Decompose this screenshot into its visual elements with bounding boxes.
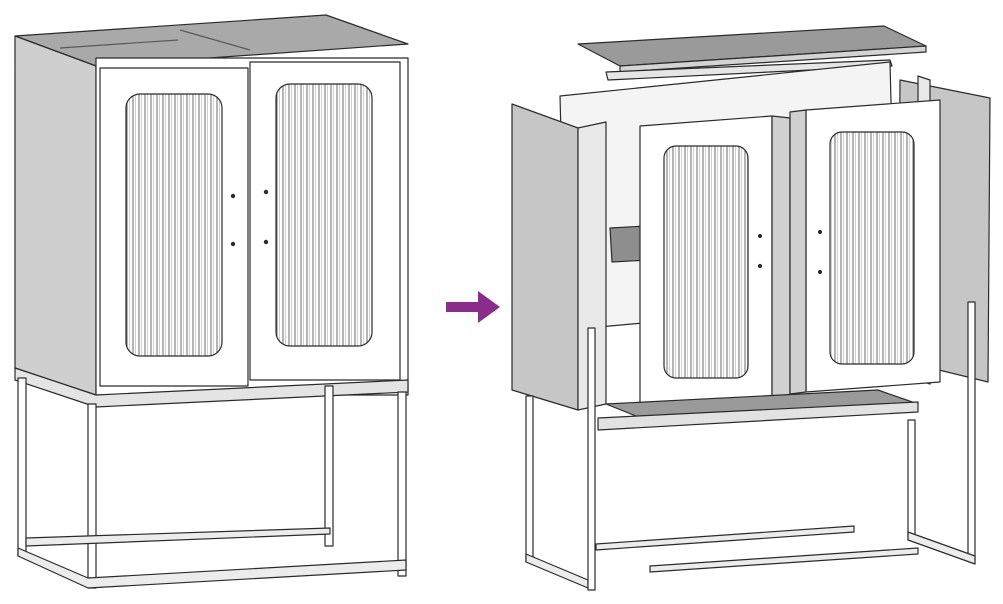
exploded-legs [525, 301, 976, 591]
cabinet-legs [17, 377, 407, 589]
loose-rail-lower [649, 547, 919, 573]
exploded-left-door-glass [663, 145, 749, 379]
exploded-right-door-glass [829, 131, 915, 365]
right-arrow-icon [446, 291, 500, 323]
left-door-glass [125, 93, 223, 357]
right-door-glass [275, 83, 373, 347]
cabinet-side-panel [14, 35, 97, 396]
assembled-cabinet [14, 14, 409, 589]
exploded-view [511, 25, 991, 591]
exploded-left-side-panel [511, 103, 579, 411]
loose-rail-upper [595, 525, 855, 551]
